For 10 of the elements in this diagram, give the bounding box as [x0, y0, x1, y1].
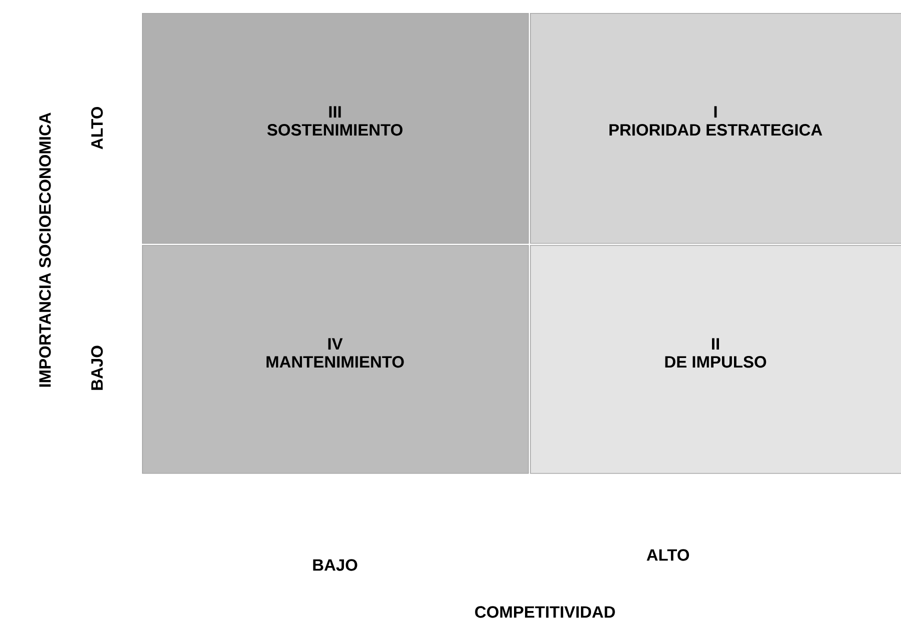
quadrant-box: II DE IMPULSO [530, 245, 901, 474]
axis-label: ALTO [91, 107, 103, 150]
axis-label: BAJO [313, 559, 358, 571]
axis-label: ALTO [646, 549, 690, 561]
axis-title: COMPETITIVIDAD [475, 606, 615, 618]
axis-title: IMPORTANCIA SOCIOECONOMICA [39, 112, 51, 387]
quadrant-box: III SOSTENIMIENTO [142, 13, 529, 244]
quadrant-box: IV MANTENIMIENTO [142, 245, 529, 474]
axis-label: BAJO [91, 346, 103, 390]
quadrant-box: I PRIORIDAD ESTRATEGICA [530, 13, 901, 244]
